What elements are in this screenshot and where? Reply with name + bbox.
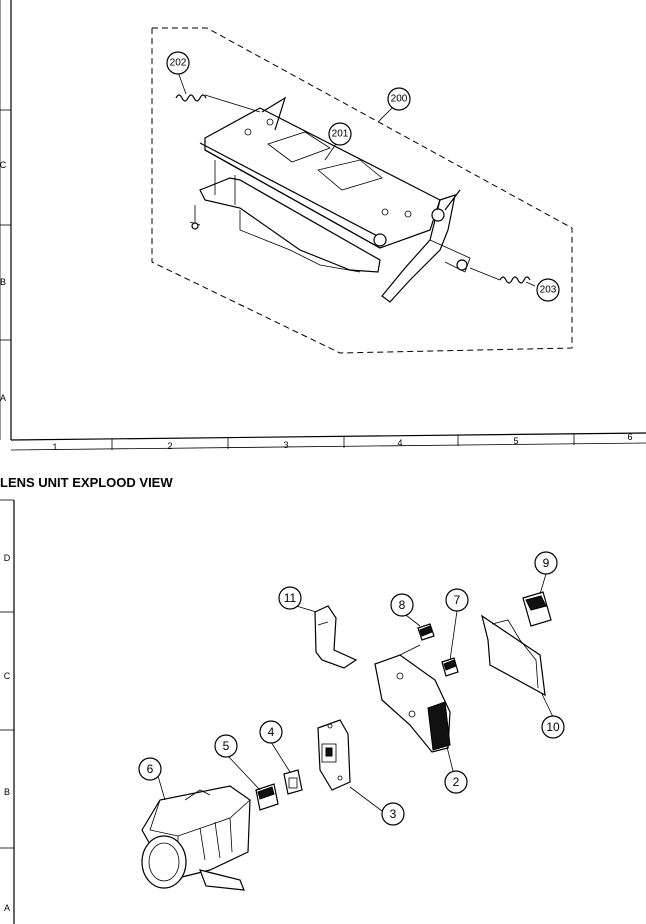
- callout-201: 201: [328, 122, 352, 146]
- svg-text:6: 6: [147, 762, 154, 776]
- spring-203: [469, 267, 531, 284]
- svg-text:7: 7: [454, 593, 461, 607]
- svg-text:5: 5: [223, 739, 230, 753]
- callout-10: 10: [541, 715, 565, 739]
- lower-callouts: 11 8 7 9 10 2 3 4: [138, 551, 565, 826]
- part-5-filter: [255, 783, 279, 811]
- svg-text:201: 201: [332, 129, 349, 140]
- svg-text:8: 8: [399, 598, 406, 612]
- ruler-col-3: 3: [283, 440, 288, 450]
- part-10-shield: [481, 614, 546, 697]
- lower-frame: [0, 499, 15, 924]
- upper-assembly: [151, 27, 573, 354]
- ruler-row-d: D: [4, 553, 11, 563]
- svg-text:3: 3: [390, 807, 397, 821]
- callout-9: 9: [534, 551, 558, 575]
- ruler-col-4: 4: [397, 438, 402, 448]
- upper-bottom-ruler: 1 2 3 4 5 6: [52, 432, 632, 452]
- ruler-row-c: C: [4, 671, 11, 681]
- callout-3: 3: [381, 802, 405, 826]
- ruler-row-b: B: [4, 787, 10, 797]
- ruler-row-a: A: [4, 903, 10, 913]
- svg-text:9: 9: [543, 556, 550, 570]
- svg-text:4: 4: [268, 725, 275, 739]
- part-6-lens-unit: [141, 785, 251, 891]
- svg-text:202: 202: [170, 58, 187, 69]
- callout-8: 8: [390, 593, 414, 617]
- ruler-row-a: A: [0, 393, 6, 403]
- svg-text:11: 11: [284, 591, 297, 605]
- part-3-sensor-board: [317, 719, 351, 791]
- ruler-col-1: 1: [52, 442, 57, 452]
- ruler-col-6: 6: [627, 432, 632, 442]
- spring-202: [175, 94, 261, 113]
- ruler-row-b: B: [0, 277, 6, 287]
- part-4-filter: [283, 769, 303, 795]
- part-7-pad: [441, 657, 459, 677]
- section-title: LENS UNIT EXPLOOD VIEW: [0, 475, 173, 490]
- lower-side-ruler: D C B A: [4, 553, 11, 913]
- callout-200: 200: [387, 87, 411, 111]
- part-9-pad: [522, 591, 552, 627]
- svg-text:203: 203: [540, 285, 557, 296]
- callout-6: 6: [138, 757, 162, 781]
- chassis-underbody: [189, 160, 381, 273]
- lower-assembly: [141, 573, 554, 891]
- callout-4: 4: [259, 720, 283, 744]
- assembly-200-boundary: [151, 27, 573, 354]
- callout-202: 202: [166, 51, 190, 75]
- svg-text:2: 2: [453, 775, 460, 789]
- ruler-row-c: C: [0, 160, 7, 170]
- part-2-bracket: [374, 644, 451, 753]
- callout-2: 2: [444, 770, 468, 794]
- svg-text:200: 200: [391, 94, 408, 105]
- upper-callouts: 202 200 201 203: [166, 51, 560, 302]
- part-8-pad: [417, 623, 435, 641]
- callout-11: 11: [278, 586, 302, 610]
- part-11-flex-cable: [314, 605, 358, 669]
- lever-arm: [381, 189, 471, 303]
- ruler-col-5: 5: [513, 436, 518, 446]
- callout-203: 203: [536, 278, 560, 302]
- svg-text:10: 10: [546, 720, 560, 734]
- callout-7: 7: [445, 588, 469, 612]
- upper-side-ruler: C B A: [0, 160, 7, 403]
- upper-frame: [0, 0, 646, 451]
- chassis-plate-201: [199, 96, 441, 249]
- ruler-col-2: 2: [167, 441, 172, 451]
- callout-5: 5: [214, 734, 238, 758]
